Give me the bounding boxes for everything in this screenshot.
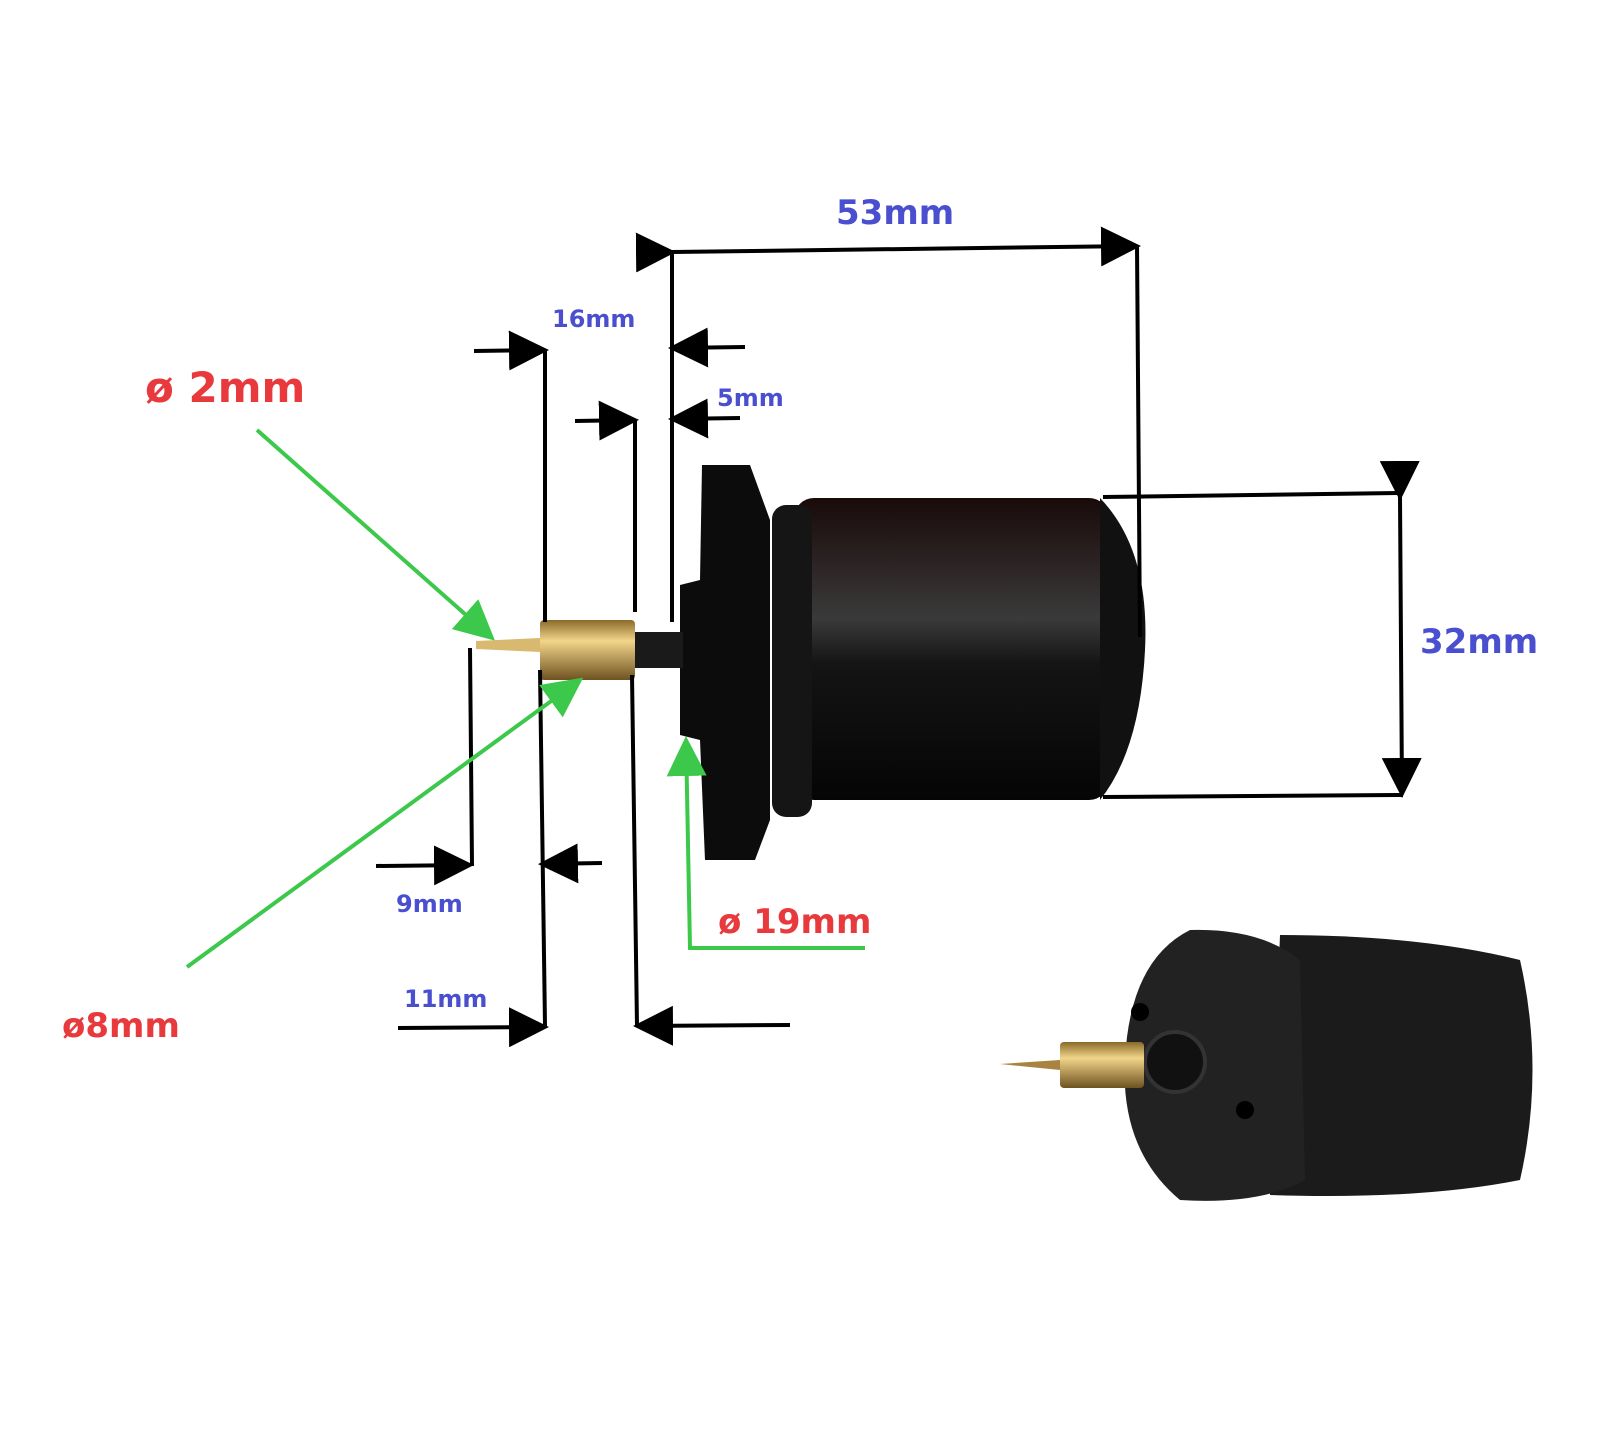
dimension-lines bbox=[375, 226, 1422, 1048]
label-diameter-8mm: ø8mm bbox=[62, 1006, 180, 1046]
label-11mm: 11mm bbox=[404, 985, 487, 1013]
leader-lines bbox=[185, 428, 865, 969]
label-16mm: 16mm bbox=[552, 305, 635, 333]
label-5mm: 5mm bbox=[717, 384, 784, 412]
label-9mm: 9mm bbox=[396, 890, 463, 918]
label-diameter-2mm: ø 2mm bbox=[145, 363, 305, 412]
part-perspective-view bbox=[1000, 929, 1533, 1201]
label-53mm: 53mm bbox=[836, 193, 954, 233]
part-side-view bbox=[476, 465, 1146, 860]
label-32mm: 32mm bbox=[1420, 622, 1538, 662]
label-diameter-19mm: ø 19mm bbox=[718, 902, 871, 942]
